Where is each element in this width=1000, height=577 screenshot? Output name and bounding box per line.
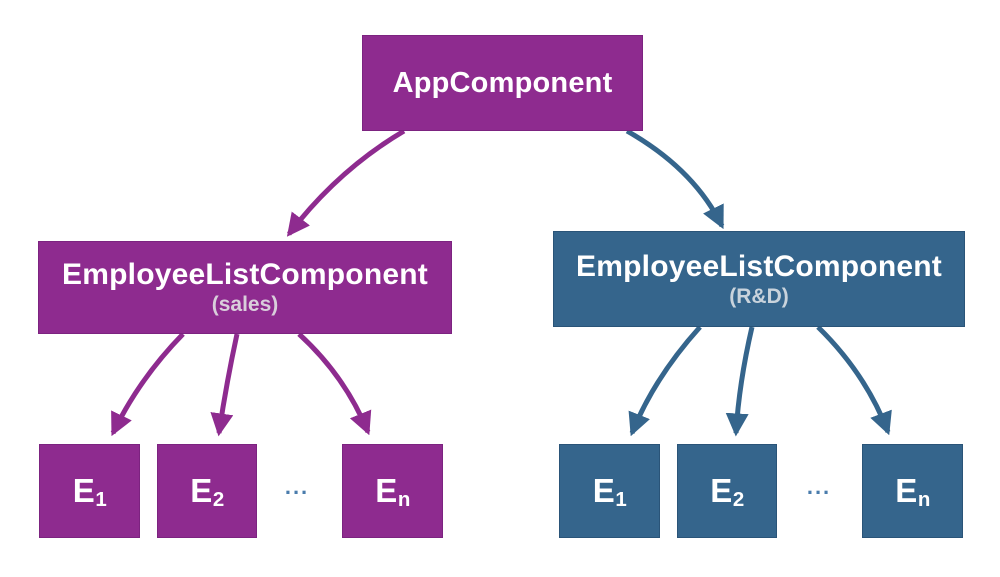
node-label: EmployeeListComponent: [576, 249, 942, 283]
employee-node-sales-2: E2: [157, 444, 257, 538]
employee-list-rnd-node: EmployeeListComponent (R&D): [553, 231, 965, 327]
node-label-subscript: 2: [212, 487, 225, 511]
arrow-rnd-to-en: [816, 325, 892, 436]
employee-node-rnd-1: E1: [559, 444, 660, 538]
arrow-rnd-to-e1: [628, 325, 702, 437]
arrow-app-to-sales-list: [286, 128, 406, 237]
ellipsis-sales: ...: [284, 474, 310, 499]
node-sublabel: (sales): [211, 293, 279, 316]
ellipsis-rnd: ...: [806, 474, 832, 499]
node-sublabel: (R&D): [729, 284, 789, 308]
employee-node-rnd-2: E2: [677, 444, 777, 538]
arrow-sales-to-e2: [210, 333, 240, 437]
arrow-sales-to-en: [297, 332, 372, 436]
node-label: E2: [190, 472, 225, 511]
arrow-app-to-rnd-list: [625, 128, 725, 230]
node-label: E2: [710, 472, 745, 511]
node-label-subscript: 2: [732, 487, 745, 511]
node-label-subscript: 1: [615, 487, 627, 511]
node-label: E1: [592, 472, 627, 511]
node-label: AppComponent: [392, 66, 613, 99]
node-label: En: [895, 472, 931, 511]
employee-node-rnd-n: En: [862, 444, 963, 538]
node-label-subscript: n: [397, 487, 411, 511]
arrow-rnd-to-e2: [725, 326, 755, 437]
app-component-node: AppComponent: [362, 35, 643, 131]
node-label: En: [375, 472, 411, 511]
employee-list-sales-node: EmployeeListComponent (sales): [38, 241, 452, 334]
node-label-subscript: n: [917, 487, 931, 511]
node-label: E1: [72, 472, 107, 511]
arrow-sales-to-e1: [110, 332, 185, 437]
employee-node-sales-n: En: [342, 444, 443, 538]
node-label: EmployeeListComponent: [62, 258, 428, 291]
employee-node-sales-1: E1: [39, 444, 140, 538]
node-label-subscript: 1: [95, 487, 107, 511]
